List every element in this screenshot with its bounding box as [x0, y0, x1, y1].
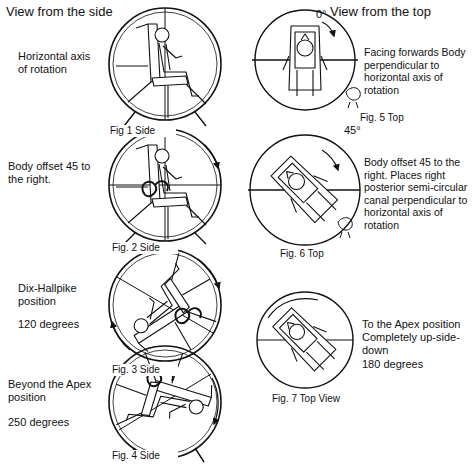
- position-note: Beyond the Apex position: [8, 378, 94, 404]
- fig7-top: [257, 292, 353, 388]
- drawing-use: [283, 26, 327, 96]
- drawing-use: [175, 308, 201, 323]
- figure-caption: Fig. 2 Side: [110, 242, 178, 254]
- position-note: To the Apex position Completely up-side-…: [362, 318, 470, 358]
- drawing-line: [165, 8, 166, 120]
- drawing-use: [116, 24, 206, 118]
- drawing-path: [346, 88, 360, 100]
- angle-label: 0°: [316, 8, 346, 21]
- drawing-line: [109, 185, 221, 186]
- fig5-top: [252, 10, 360, 110]
- figure-caption: Fig. 5 Top: [360, 112, 434, 124]
- position-note: Dix-Hallpike position: [18, 282, 102, 308]
- fig6-top: [248, 135, 360, 245]
- position-note: Body offset 45 to the right.: [8, 160, 100, 186]
- drawing-g: [338, 218, 352, 238]
- drawing-path: [340, 232, 350, 238]
- drawing-path: [205, 145, 218, 168]
- drawing-path: [124, 112, 206, 126]
- drawing-use: [109, 8, 221, 120]
- fig2-side: [109, 129, 221, 244]
- drawing-path: [198, 259, 219, 288]
- angle-note: 120 degrees: [18, 318, 102, 331]
- drawing-path: [348, 102, 358, 108]
- drawing-path: [322, 22, 334, 36]
- drawing-path: [112, 322, 130, 350]
- position-note: Body offset 45 to the right. Places righ…: [364, 156, 470, 232]
- column-heading: View from the side: [6, 4, 146, 20]
- drawing-path: [322, 150, 338, 170]
- fig1-side: [109, 8, 221, 126]
- figure-caption: Fig. 4 Side: [110, 450, 178, 462]
- drawing-use: [110, 246, 236, 371]
- drawing-use: [116, 145, 206, 239]
- drawing-use: [109, 129, 221, 241]
- drawing-use: [109, 249, 221, 361]
- drawing-g: [346, 88, 360, 108]
- figure-caption: Fig. 7 Top View: [272, 393, 368, 405]
- figure-caption: Fig. 3 Side: [110, 364, 178, 376]
- figure-caption: Fig 1 Side: [108, 125, 176, 137]
- axis-note: Horizontal axis of rotation: [18, 50, 102, 76]
- drawing-use: [267, 302, 344, 379]
- drawing-use: [265, 150, 346, 231]
- position-note: Facing forwards Body perpendicular to ho…: [364, 46, 470, 96]
- drawing-path: [212, 378, 218, 424]
- fig4-side: [103, 335, 222, 462]
- drawing-circle: [257, 292, 353, 388]
- angle-label: 45°: [344, 124, 374, 137]
- drawing-use: [142, 181, 168, 196]
- angle-note: 250 degrees: [8, 416, 94, 429]
- drawing-path: [338, 218, 352, 230]
- drawing-use: [103, 335, 222, 452]
- figure-caption: Fig. 6 Top: [278, 248, 346, 260]
- drawing-path: [268, 299, 318, 318]
- column-heading: View from the top: [330, 4, 468, 20]
- fig3-side: [109, 246, 236, 371]
- angle-note: 180 degrees: [362, 358, 462, 371]
